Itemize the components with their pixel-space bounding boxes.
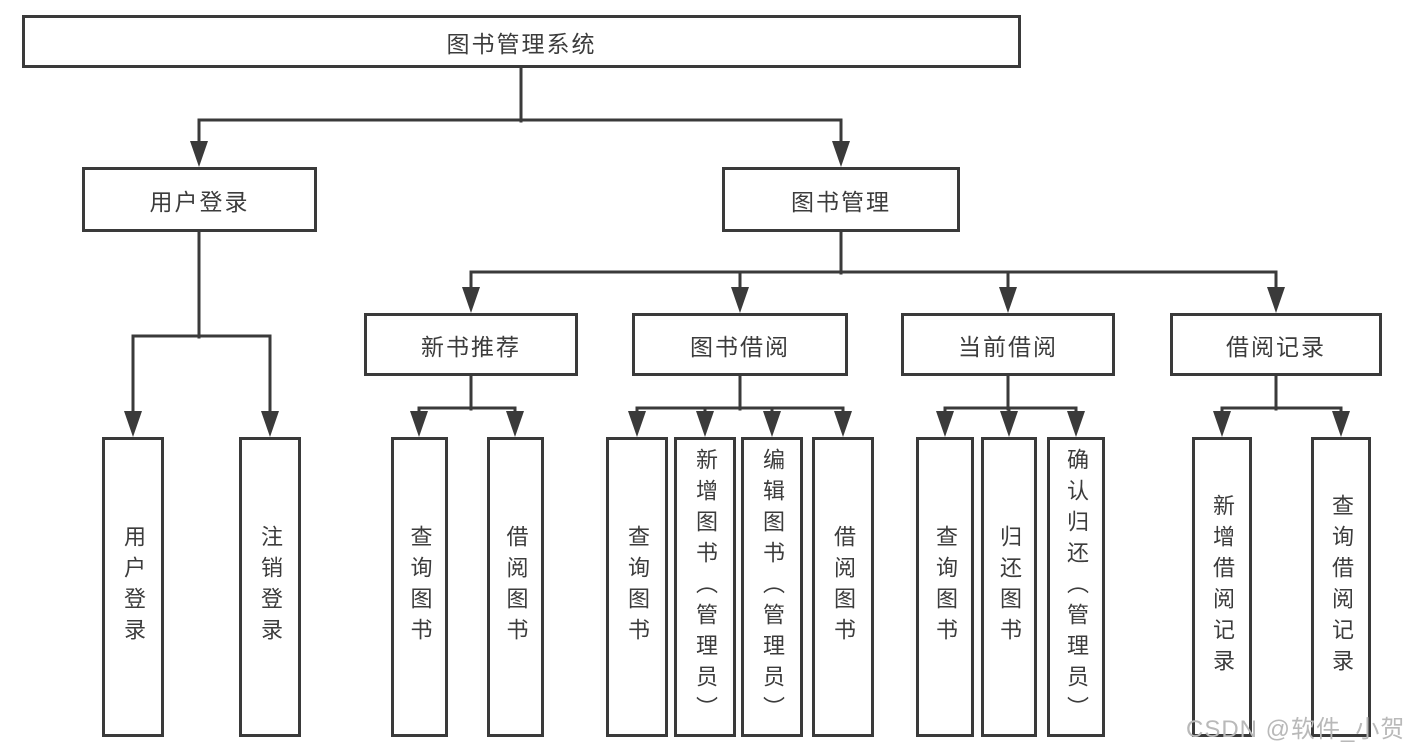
leaf-query-books-current: 查询图书 [916,437,974,737]
leaf-borrow-books-recommend: 借阅图书 [487,437,544,737]
node-label: 借阅记录 [1226,333,1326,360]
node-label: 确认归还（管理员） [1064,447,1089,727]
node-label: 新增借阅记录 [1210,494,1235,680]
node-label: 用户登录 [121,525,146,649]
leaf-borrow-books: 借阅图书 [812,437,874,737]
node-label: 图书管理 [791,188,891,215]
node-label: 用户登录 [149,188,250,215]
leaf-query-books-borrow: 查询图书 [606,437,668,737]
tree-node-new-book-recommend: 新书推荐 [364,313,578,376]
tree-node-current-borrow: 当前借阅 [901,313,1115,376]
node-label: 新增图书（管理员） [693,447,718,727]
node-label: 查询图书 [933,525,958,649]
leaf-user-login: 用户登录 [102,437,164,737]
tree-node-book-management: 图书管理 [722,167,960,232]
leaf-logout: 注销登录 [239,437,301,737]
tree-node-book-borrow: 图书借阅 [632,313,848,376]
node-label: 当前借阅 [958,333,1058,360]
leaf-query-borrow-record: 查询借阅记录 [1311,437,1371,737]
node-label: 查询图书 [625,525,650,649]
leaf-return-books: 归还图书 [981,437,1037,737]
leaf-query-books-recommend: 查询图书 [391,437,448,737]
node-label: 查询图书 [407,525,433,649]
node-label: 编辑图书（管理员） [760,447,785,727]
node-label: 借阅图书 [503,525,529,649]
leaf-add-books-admin: 新增图书（管理员） [674,437,736,737]
tree-node-borrow-records: 借阅记录 [1170,313,1382,376]
leaf-edit-books-admin: 编辑图书（管理员） [741,437,803,737]
tree-node-root: 图书管理系统 [22,15,1021,68]
leaf-add-borrow-record: 新增借阅记录 [1192,437,1252,737]
node-label: 注销登录 [258,525,283,649]
node-label: 新书推荐 [421,333,521,360]
node-label: 图书管理系统 [446,30,597,57]
tree-node-user-login: 用户登录 [82,167,317,232]
node-label: 查询借阅记录 [1329,494,1354,680]
leaf-confirm-return-admin: 确认归还（管理员） [1047,437,1105,737]
node-label: 归还图书 [997,525,1022,649]
node-label: 借阅图书 [831,525,856,649]
node-label: 图书借阅 [690,333,790,360]
csdn-watermark: CSDN @软件_小贺同学 [1186,716,1405,743]
